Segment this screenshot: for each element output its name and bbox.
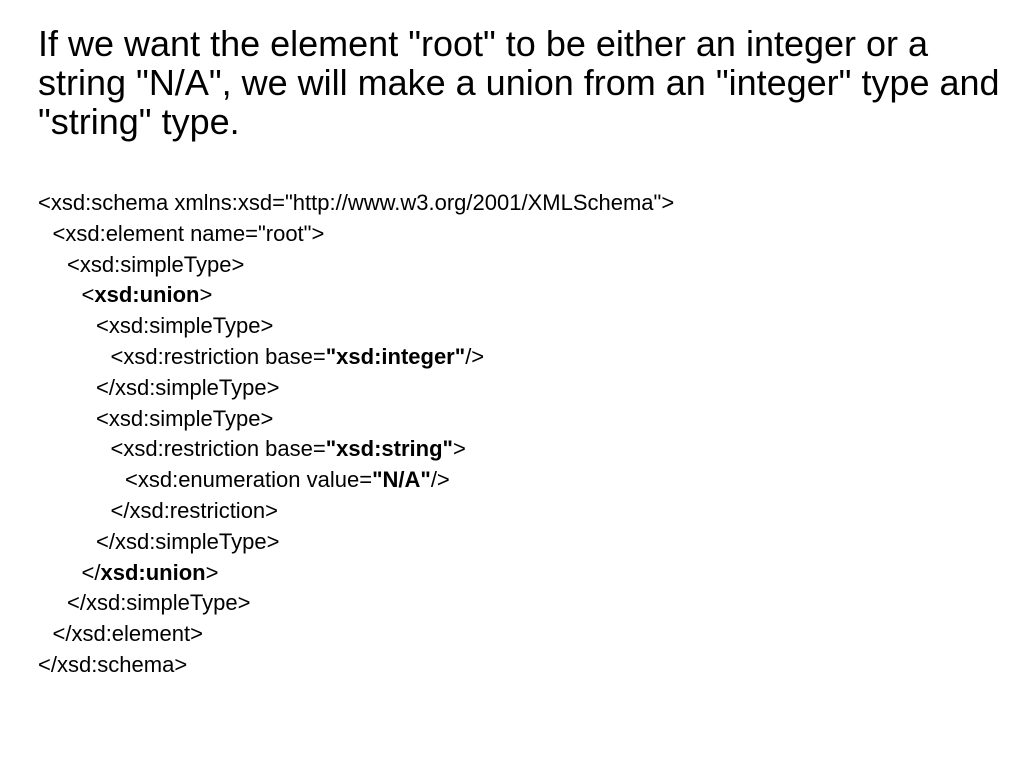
intro-paragraph: If we want the element "root" to be eith… [38, 23, 1000, 142]
xsd-code-block: <xsd:schema xmlns:xsd="http://www.w3.org… [38, 188, 674, 681]
code-token: > [205, 559, 219, 585]
code-token: <xsd:schema xmlns:xsd="http://www.w3.org… [38, 190, 675, 215]
code-token: <xsd:restriction base= [110, 436, 326, 462]
code-line: <xsd:restriction base="xsd:integer"/> [38, 342, 674, 373]
code-token: < [81, 282, 95, 308]
code-bold-token: "xsd:integer" [325, 343, 466, 369]
code-token: <xsd:element name="root"> [52, 220, 325, 246]
code-line: </xsd:restriction> [38, 496, 674, 527]
code-line: </xsd:simpleType> [38, 373, 674, 404]
code-bold-token: "xsd:string" [325, 436, 453, 462]
code-token: /> [430, 467, 450, 493]
code-token: > [199, 282, 213, 308]
code-token: <xsd:enumeration value= [125, 467, 373, 493]
code-token: > [452, 436, 466, 462]
code-line: </xsd:element> [38, 619, 674, 650]
code-token: </xsd:restriction> [110, 497, 279, 523]
code-line: <xsd:union> [38, 280, 674, 311]
code-token: <xsd:simpleType> [96, 405, 274, 431]
code-line: <xsd:restriction base="xsd:string"> [38, 434, 674, 465]
code-token: </ [81, 559, 101, 585]
code-line: <xsd:element name="root"> [38, 219, 674, 250]
code-bold-token: "N/A" [372, 467, 431, 493]
code-line: <xsd:simpleType> [38, 404, 674, 435]
code-token: </xsd:schema> [38, 651, 188, 677]
code-token: </xsd:simpleType> [96, 374, 280, 400]
code-line: </xsd:schema> [38, 650, 674, 681]
code-line: <xsd:simpleType> [38, 250, 674, 281]
code-line: <xsd:simpleType> [38, 311, 674, 342]
code-token: <xsd:simpleType> [67, 251, 245, 277]
code-bold-token: xsd:union [94, 282, 200, 308]
code-token: <xsd:simpleType> [96, 313, 274, 339]
code-line: <xsd:enumeration value="N/A"/> [38, 465, 674, 496]
code-token: </xsd:simpleType> [67, 590, 251, 616]
code-bold-token: xsd:union [100, 559, 206, 585]
code-line: </xsd:simpleType> [38, 527, 674, 558]
code-token: </xsd:element> [52, 621, 203, 647]
code-line: <xsd:schema xmlns:xsd="http://www.w3.org… [38, 188, 674, 219]
code-line: </xsd:union> [38, 558, 674, 589]
code-token: <xsd:restriction base= [110, 343, 326, 369]
code-token: /> [465, 343, 485, 369]
code-token: </xsd:simpleType> [96, 528, 280, 554]
code-line: </xsd:simpleType> [38, 588, 674, 619]
